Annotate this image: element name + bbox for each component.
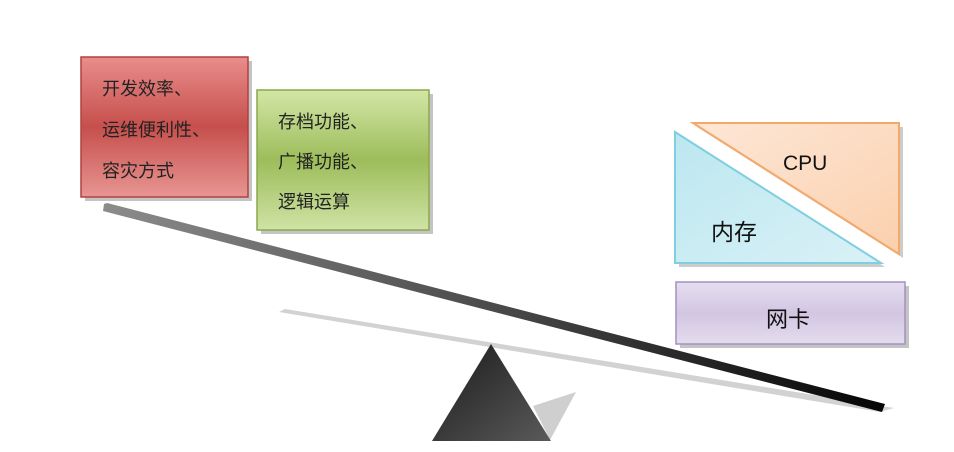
beam-shadow <box>279 309 894 412</box>
green-box-line-3: 逻辑运算 <box>278 192 350 213</box>
memory-label: 内存 <box>711 220 757 246</box>
nic-box <box>675 281 906 345</box>
green-box-line-1: 存档功能、 <box>278 112 368 133</box>
fulcrum-shadow <box>533 392 576 440</box>
fulcrum-triangle <box>432 344 551 441</box>
red-box-line-3: 容灾方式 <box>102 161 174 182</box>
red-box-line-1: 开发效率、 <box>102 79 192 100</box>
cpu-label: CPU <box>783 152 828 175</box>
red-box <box>80 56 249 198</box>
seesaw-beam <box>103 203 885 412</box>
green-box-line-2: 广播功能、 <box>278 152 368 173</box>
red-box-line-2: 运维便利性、 <box>102 120 210 141</box>
nic-label: 网卡 <box>766 308 811 333</box>
green-box <box>256 89 430 231</box>
memory-triangle <box>674 130 885 264</box>
cpu-triangle <box>689 122 900 256</box>
